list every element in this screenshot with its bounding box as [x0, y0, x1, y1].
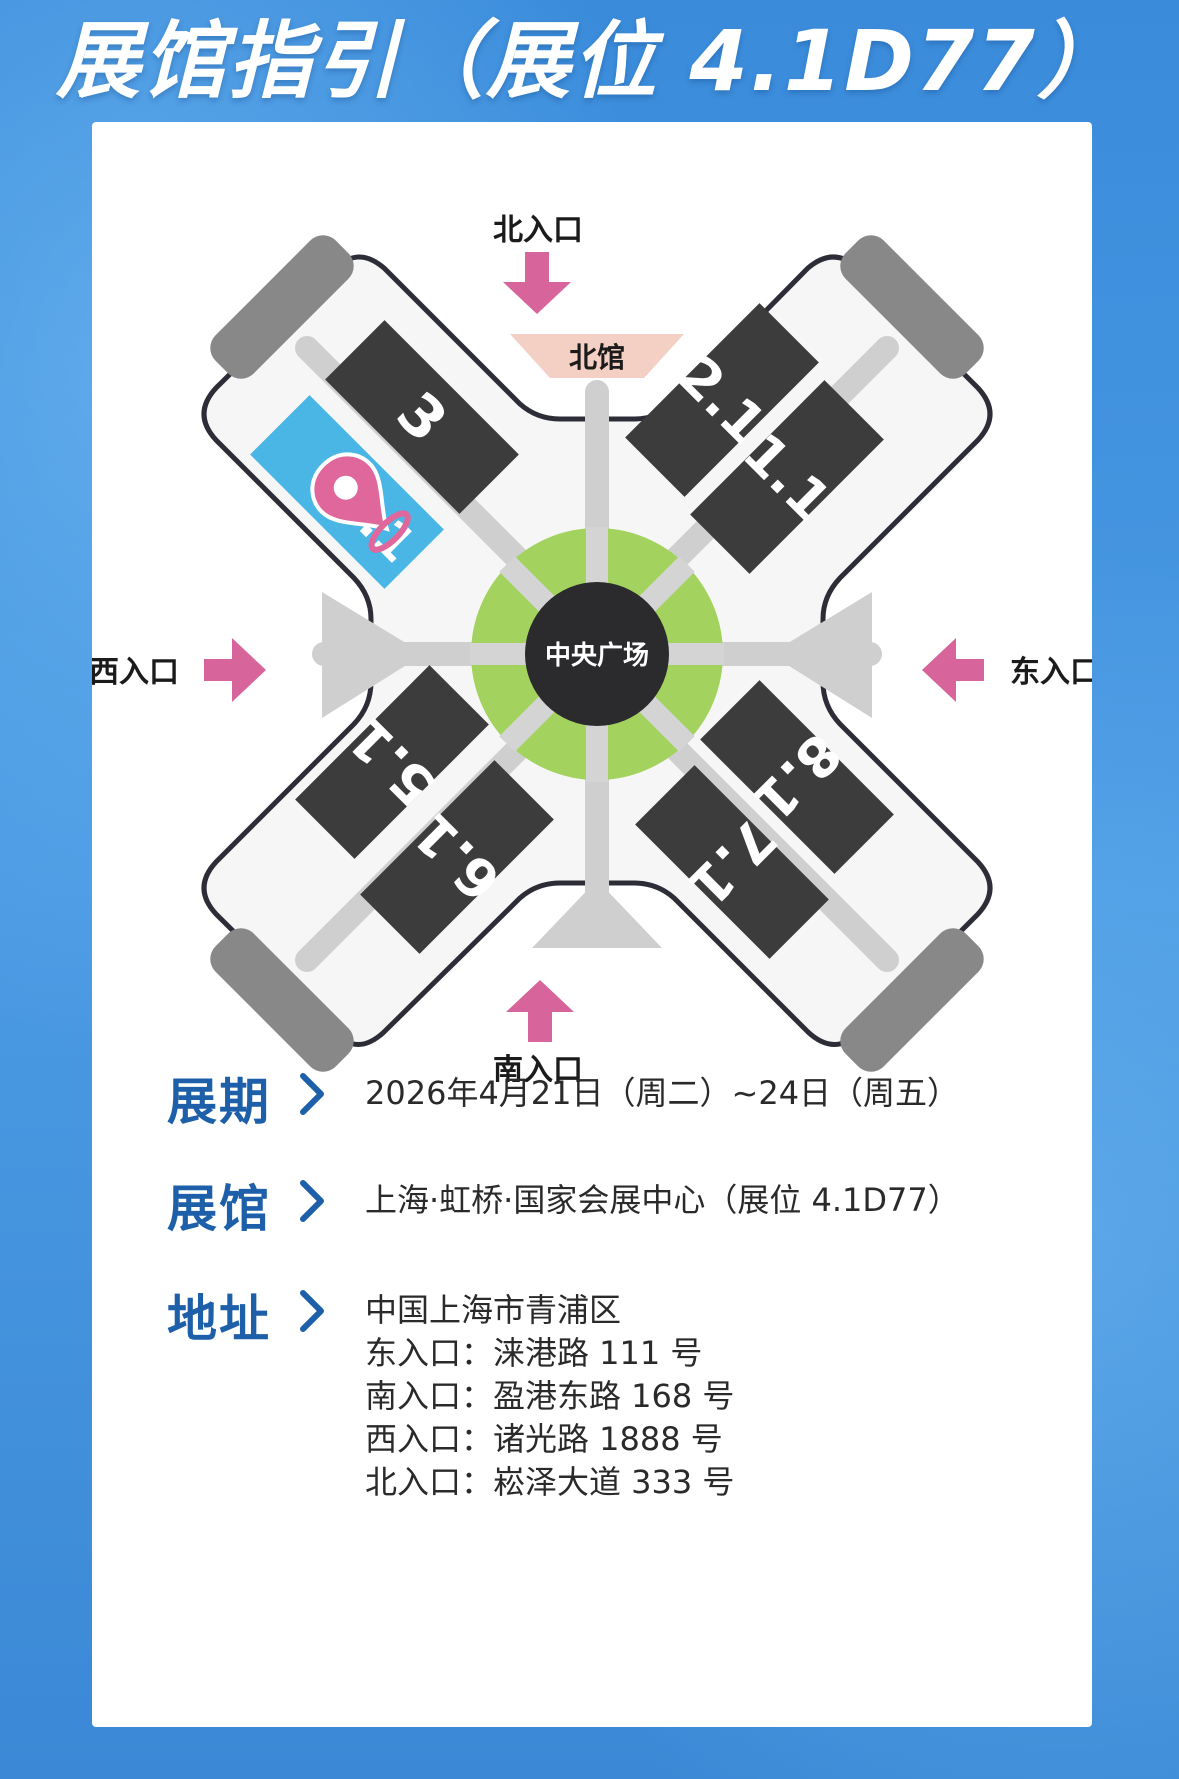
- dates-label: 展期: [167, 1073, 271, 1131]
- chevron-right-icon: [300, 1290, 324, 1332]
- south-arrow-icon: [506, 980, 574, 1042]
- central-plaza: [525, 582, 669, 726]
- west-entrance-label: 西入口: [92, 655, 179, 690]
- west-arrow-icon: [204, 638, 266, 702]
- north-entrance-label: 北入口: [493, 213, 583, 248]
- address-line: 西入口：诸光路 1888 号: [365, 1420, 723, 1458]
- address-label: 地址: [167, 1290, 271, 1348]
- hall-7-1: [635, 765, 829, 959]
- guide-card: 北馆 中央广场 34.12.11.15.16.17.18.1: [92, 122, 1092, 1727]
- south-plaza: [532, 880, 662, 948]
- address-value: 中国上海市青浦区 东入口：涞港路 111 号 南入口：盈港东路 168 号 西入…: [365, 1289, 734, 1504]
- north-hall-label: 北馆: [569, 341, 625, 374]
- hall-6-1: [360, 760, 554, 954]
- east-plaza: [770, 592, 872, 718]
- central-plaza-label: 中央广场: [545, 641, 649, 671]
- venue-value: 上海·虹桥·国家会展中心（展位 4.1D77）: [365, 1181, 960, 1219]
- chevron-right-icon: [300, 1180, 324, 1222]
- east-entrance-label: 东入口: [1010, 655, 1092, 690]
- chevron-right-icon: [300, 1073, 324, 1115]
- east-arrow-icon: [922, 638, 984, 702]
- south-entrance-label: 南入口: [493, 1053, 583, 1082]
- corner-buildings: [210, 235, 984, 1072]
- hall-8-1: [700, 680, 894, 874]
- address-line: 东入口：涞港路 111 号: [365, 1334, 703, 1372]
- page-title: 展馆指引（展位 4.1D77）: [56, 12, 1123, 110]
- dates-value: 2026年4月21日（周二）~24日（周五）: [365, 1074, 960, 1112]
- address-line: 北入口：崧泽大道 333 号: [365, 1463, 735, 1501]
- hall-3: [325, 320, 519, 514]
- north-arrow-icon: [503, 252, 571, 314]
- hall-2-1: [625, 303, 819, 497]
- address-line: 中国上海市青浦区: [365, 1291, 622, 1329]
- venue-map: 北馆 中央广场 34.12.11.15.16.17.18.1: [92, 213, 1092, 1082]
- west-plaza: [322, 592, 424, 718]
- hall-1-1: [690, 380, 884, 574]
- north-hall: [510, 334, 684, 378]
- hall-5-1: [295, 665, 489, 859]
- location-pin-icon: [310, 452, 411, 553]
- venue-label: 展馆: [167, 1180, 271, 1238]
- address-line: 南入口：盈港东路 168 号: [365, 1377, 735, 1415]
